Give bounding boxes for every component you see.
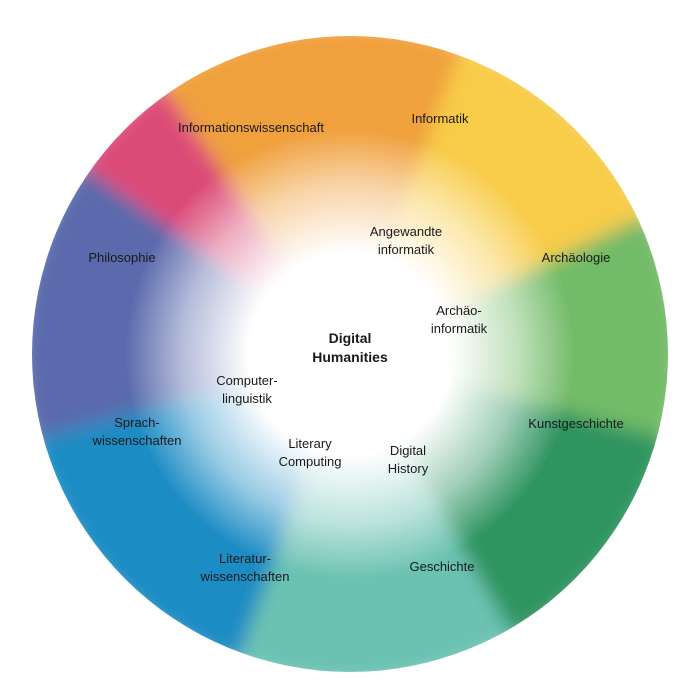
label-digital-history-line: Digital [389, 443, 427, 458]
label-kunstgeschichte: Kunstgeschichte [528, 415, 623, 433]
label-literary-computing-line: Literary [288, 436, 332, 451]
center-title-line: Humanities [312, 349, 388, 365]
label-computerlinguistik-line: Computer- [216, 373, 278, 388]
label-literaturwissenschaften-line: wissenschaften [200, 569, 290, 584]
label-informationswissenschaft: Informationswissenschaft [178, 119, 324, 137]
label-literary-computing-line: Computing [278, 454, 342, 469]
label-digital-history-line: History [387, 461, 429, 476]
label-informatik: Informatik [411, 110, 468, 128]
label-geschichte-line: Geschichte [409, 559, 475, 574]
label-archaeologie: Archäologie [542, 249, 611, 267]
label-archaeologie-line: Archäologie [541, 250, 611, 265]
label-literaturwissenschaften-line: Literatur- [218, 551, 272, 566]
label-literaturwissenschaften: Literatur-wissenschaften [201, 550, 290, 586]
label-computerlinguistik: Computer-linguistik [216, 372, 277, 408]
label-archaeoinformatik-line: informatik [430, 321, 488, 336]
label-philosophie: Philosophie [88, 249, 155, 267]
label-geschichte: Geschichte [409, 558, 474, 576]
label-angewandte-informatik-line: informatik [377, 242, 435, 257]
label-informationswissenschaft-line: Informationswissenschaft [178, 120, 324, 135]
label-informatik-line: Informatik [411, 111, 469, 126]
label-kunstgeschichte-line: Kunstgeschichte [528, 416, 624, 431]
label-computerlinguistik-line: linguistik [222, 391, 272, 406]
label-sprachwissenschaften: Sprach-wissenschaften [93, 414, 182, 450]
label-archaeoinformatik-line: Archäo- [436, 303, 482, 318]
center-title-line: Digital [328, 330, 372, 346]
label-angewandte-informatik: Angewandte informatik [370, 223, 442, 259]
label-sprachwissenschaften-line: Sprach- [114, 415, 160, 430]
label-archaeoinformatik: Archäo-informatik [431, 302, 487, 338]
label-philosophie-line: Philosophie [88, 250, 156, 265]
label-angewandte-informatik-line: Angewandte [369, 224, 443, 239]
label-sprachwissenschaften-line: wissenschaften [92, 433, 182, 448]
